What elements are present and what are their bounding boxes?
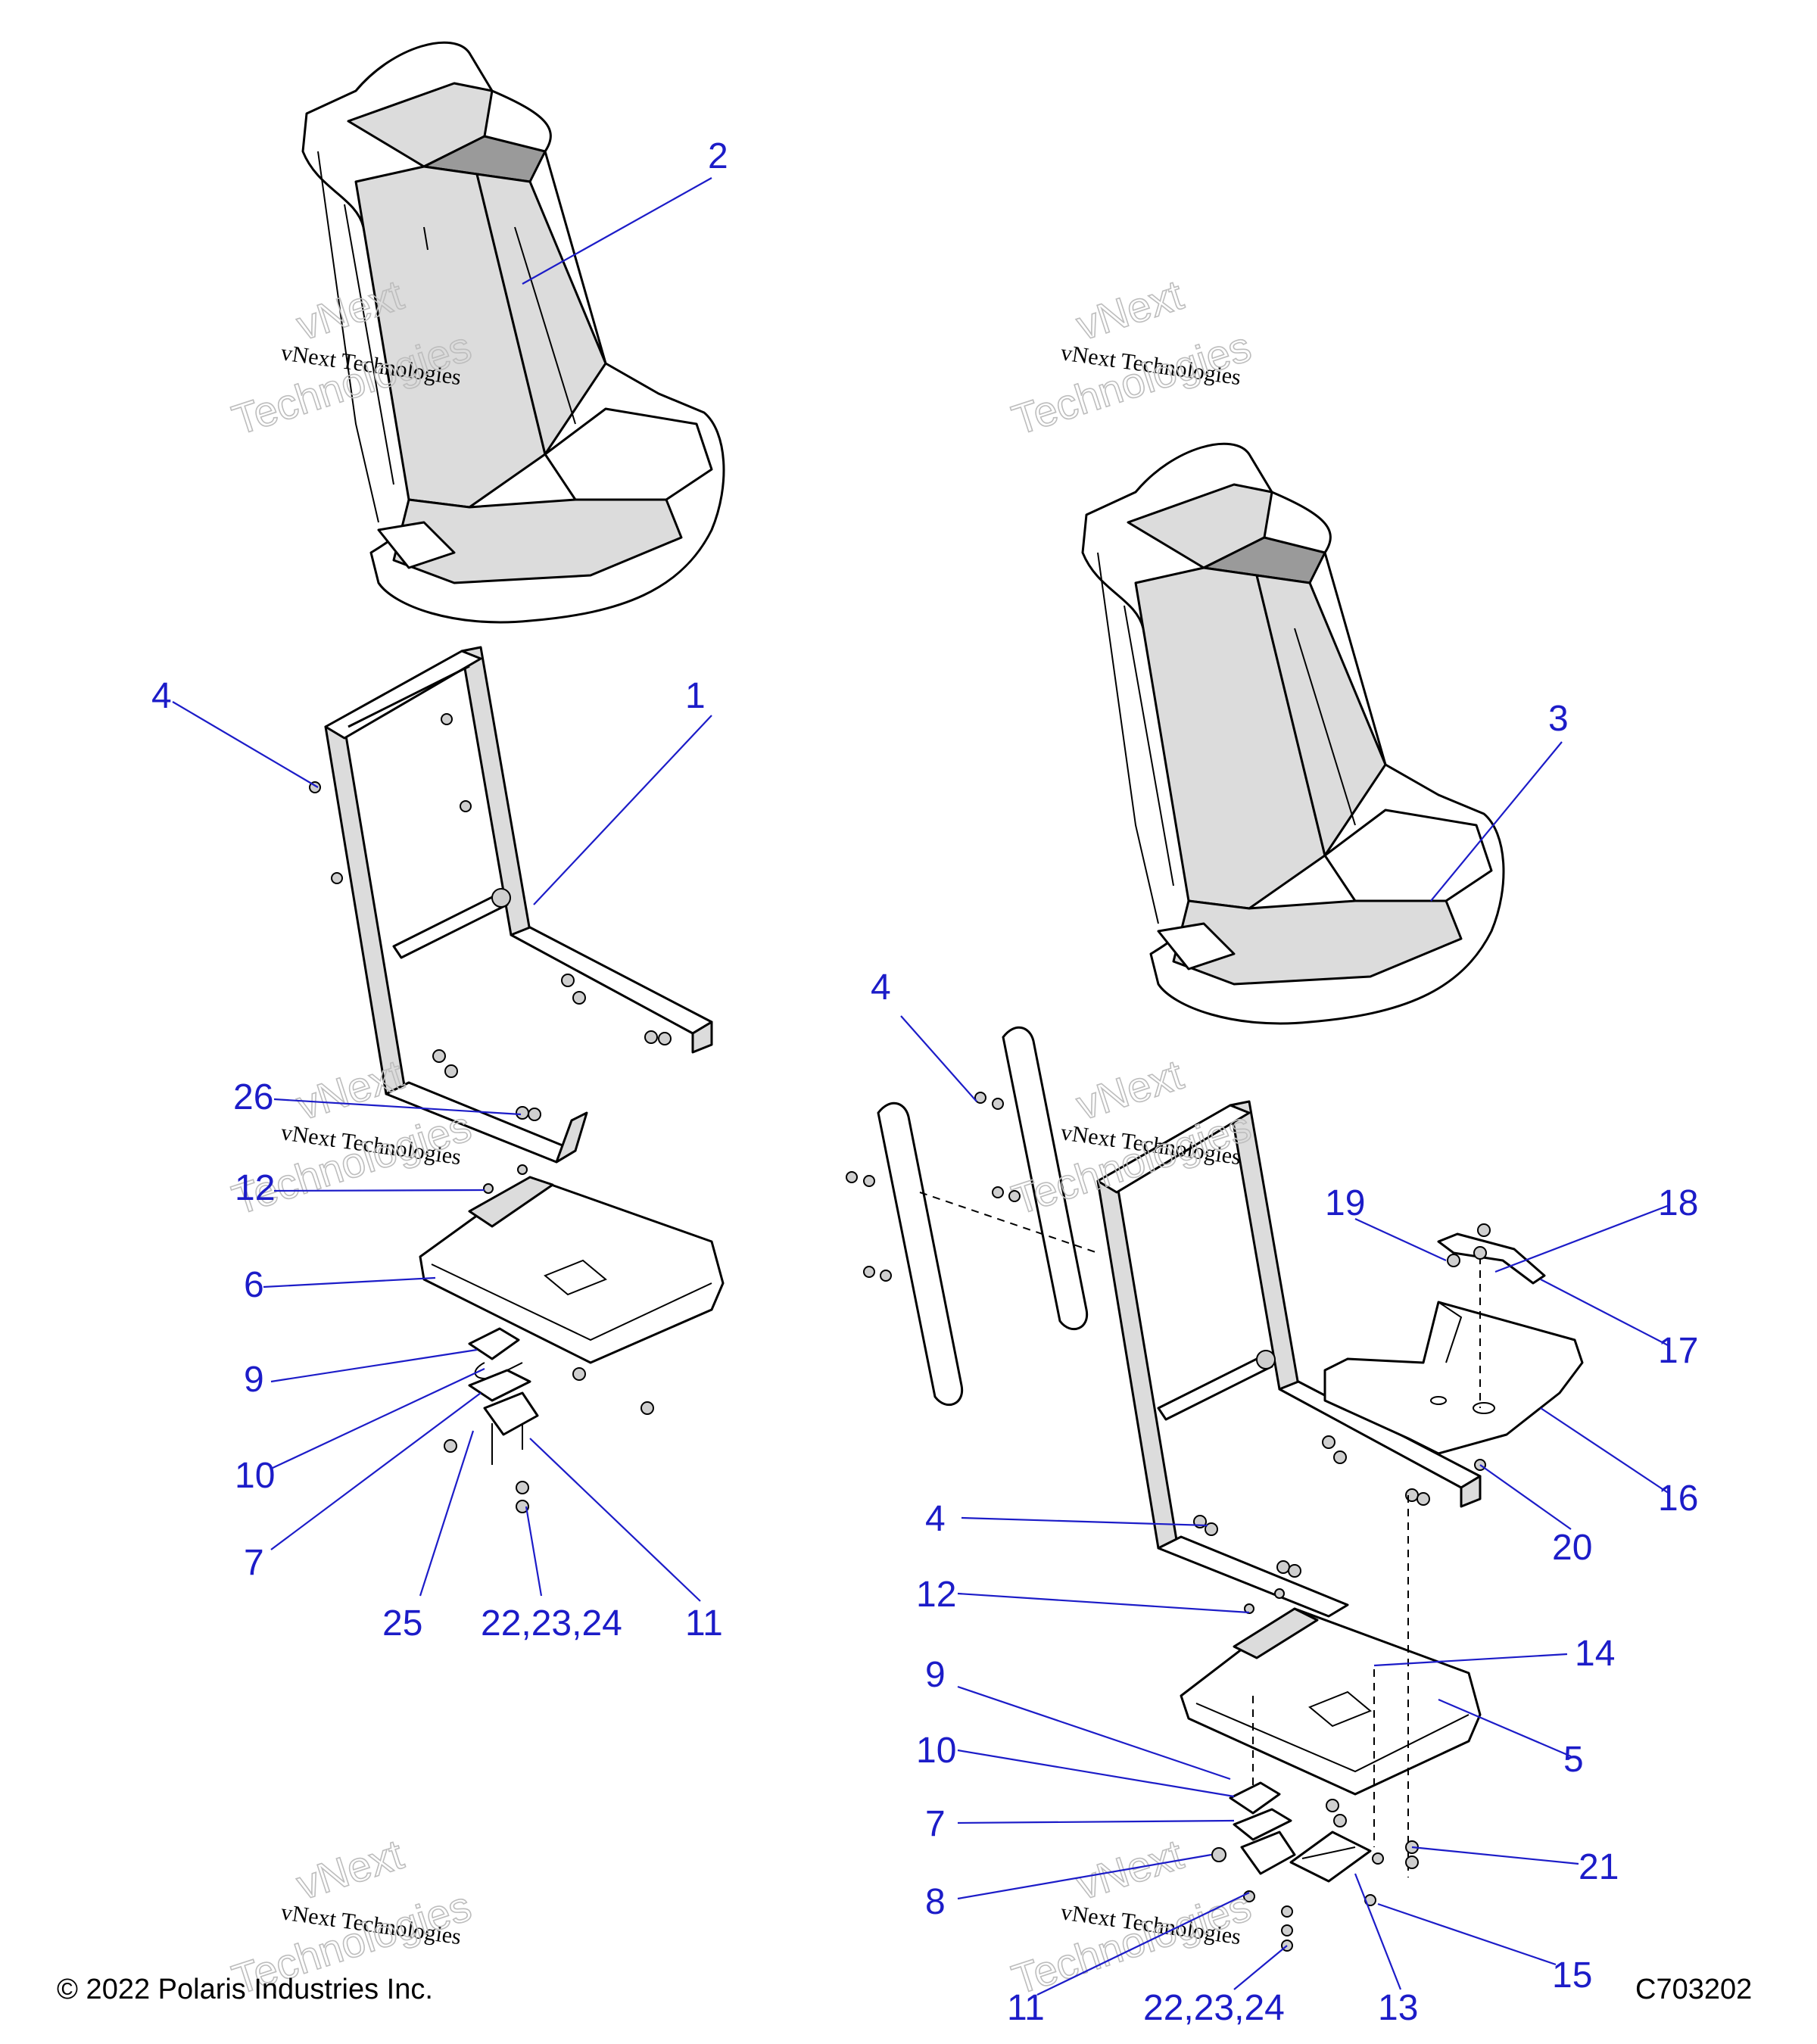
callout-19: 19: [1325, 1183, 1365, 1223]
callout-7-left: 7: [244, 1543, 264, 1583]
plate-right: [1323, 1223, 1584, 1471]
callout-6: 6: [244, 1265, 264, 1305]
callout-25: 25: [382, 1603, 422, 1644]
callout-15: 15: [1552, 1955, 1592, 1996]
callout-4-mid: 4: [871, 967, 891, 1008]
callout-3: 3: [1548, 699, 1569, 739]
watermark-e-line1: vNext: [291, 1830, 409, 1908]
callout-10-left: 10: [235, 1456, 275, 1496]
callout-12-right: 12: [916, 1575, 956, 1615]
callout-17: 17: [1658, 1331, 1698, 1371]
copyright: © 2022 Polaris Industries Inc.: [57, 1974, 433, 2005]
callout-4-left: 4: [151, 676, 172, 716]
watermark-c-line1: vNext: [291, 1050, 409, 1129]
callout-7-right: 7: [925, 1804, 946, 1844]
callout-1: 1: [685, 676, 706, 716]
side-brackets-right: [846, 1026, 1099, 1407]
frame-left-bolts: [309, 713, 672, 1121]
callout-12-left: 12: [235, 1168, 275, 1208]
callout-14: 14: [1575, 1634, 1615, 1674]
callout-4-right: 4: [925, 1499, 946, 1539]
callout-13: 13: [1378, 1988, 1418, 2028]
callout-18: 18: [1658, 1183, 1698, 1223]
frame-right: [1096, 1100, 1482, 1618]
diagram-id: C703202: [1635, 1974, 1752, 2005]
callout-22-23-24-left: 22,23,24: [481, 1603, 622, 1644]
callout-11-right: 11: [1007, 1988, 1045, 2028]
callouts: 2 1 4 26 12 6 9 10 7 25 22,23,24 11 3 4 …: [151, 136, 1698, 2028]
callout-20: 20: [1552, 1528, 1592, 1568]
callout-10-right: 10: [916, 1731, 956, 1771]
callout-26: 26: [233, 1077, 273, 1117]
leader-lines: [172, 177, 1670, 1996]
callout-16: 16: [1658, 1478, 1698, 1519]
callout-2: 2: [708, 136, 728, 176]
callout-9-right: 9: [925, 1655, 946, 1695]
callout-21: 21: [1579, 1847, 1619, 1887]
watermark-b-line1: vNext: [1071, 270, 1189, 349]
base-right: [1180, 1495, 1482, 1952]
callout-5: 5: [1563, 1740, 1584, 1780]
base-left: [419, 1164, 725, 1513]
seat-left: [301, 41, 725, 624]
callout-22-23-24-right: 22,23,24: [1143, 1988, 1285, 2028]
callout-11-left: 11: [685, 1603, 723, 1644]
seat-right: [1081, 442, 1505, 1025]
callout-9-left: 9: [244, 1360, 264, 1400]
watermark-d-line1: vNext: [1071, 1050, 1189, 1129]
callout-8: 8: [925, 1882, 946, 1922]
frame-left: [309, 646, 713, 1164]
